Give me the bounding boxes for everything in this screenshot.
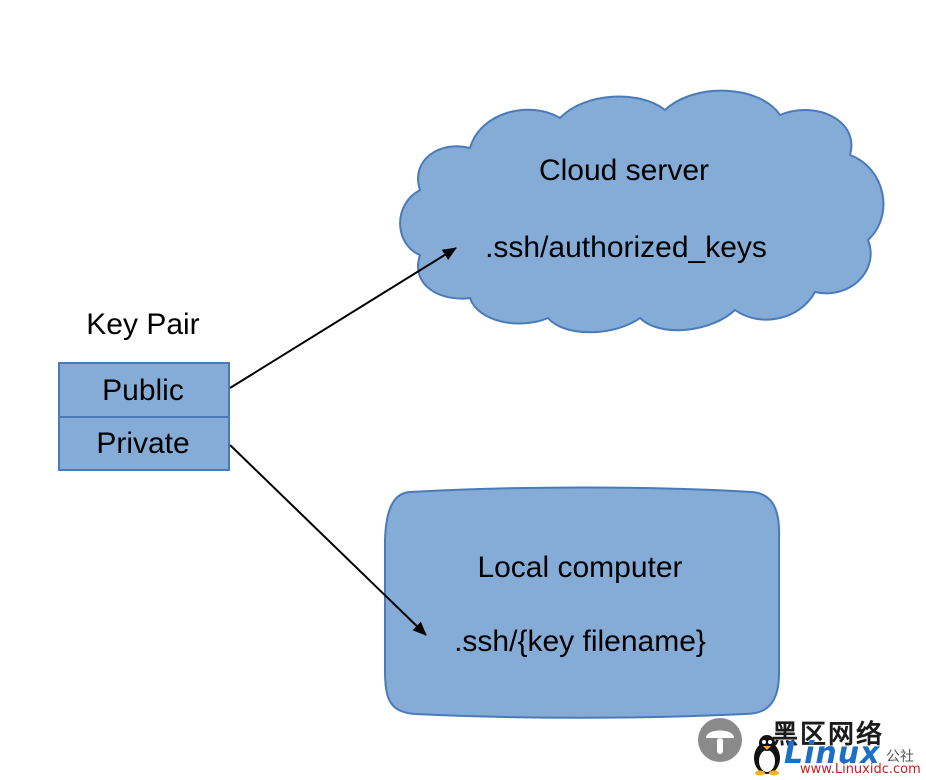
mushroom-icon	[698, 718, 742, 762]
penguin-icon	[754, 735, 780, 776]
public-key-arrow	[229, 247, 457, 389]
private-key-box	[58, 416, 230, 471]
local-computer-shape	[384, 486, 781, 719]
public-key-box	[58, 362, 230, 418]
watermark-logo: 黑区网络 Linux 公社 www.Linuxidc.com	[696, 712, 924, 778]
private-key-arrow	[229, 444, 427, 636]
local-computer-title: Local computer	[477, 551, 682, 584]
cloud-shape	[399, 89, 885, 334]
key-pair-node: Key Pair Public Private	[58, 308, 230, 471]
key-filename-path: .ssh/{key filename}	[454, 625, 706, 658]
cloud-server-node: Cloud server .ssh/authorized_keys	[399, 89, 885, 334]
watermark-suffix-text: 公社	[886, 749, 914, 765]
watermark-chinese-text: 黑区网络	[772, 720, 885, 750]
cloud-server-title: Cloud server	[539, 154, 709, 187]
watermark-url-text: www.Linuxidc.com	[800, 762, 921, 777]
authorized-keys-path: .ssh/authorized_keys	[485, 231, 767, 264]
private-key-label: Private	[96, 427, 189, 460]
public-key-label: Public	[102, 374, 184, 407]
local-computer-node: Local computer .ssh/{key filename}	[384, 486, 781, 719]
key-pair-title: Key Pair	[86, 308, 199, 341]
watermark-brand-text: Linux	[784, 736, 881, 771]
